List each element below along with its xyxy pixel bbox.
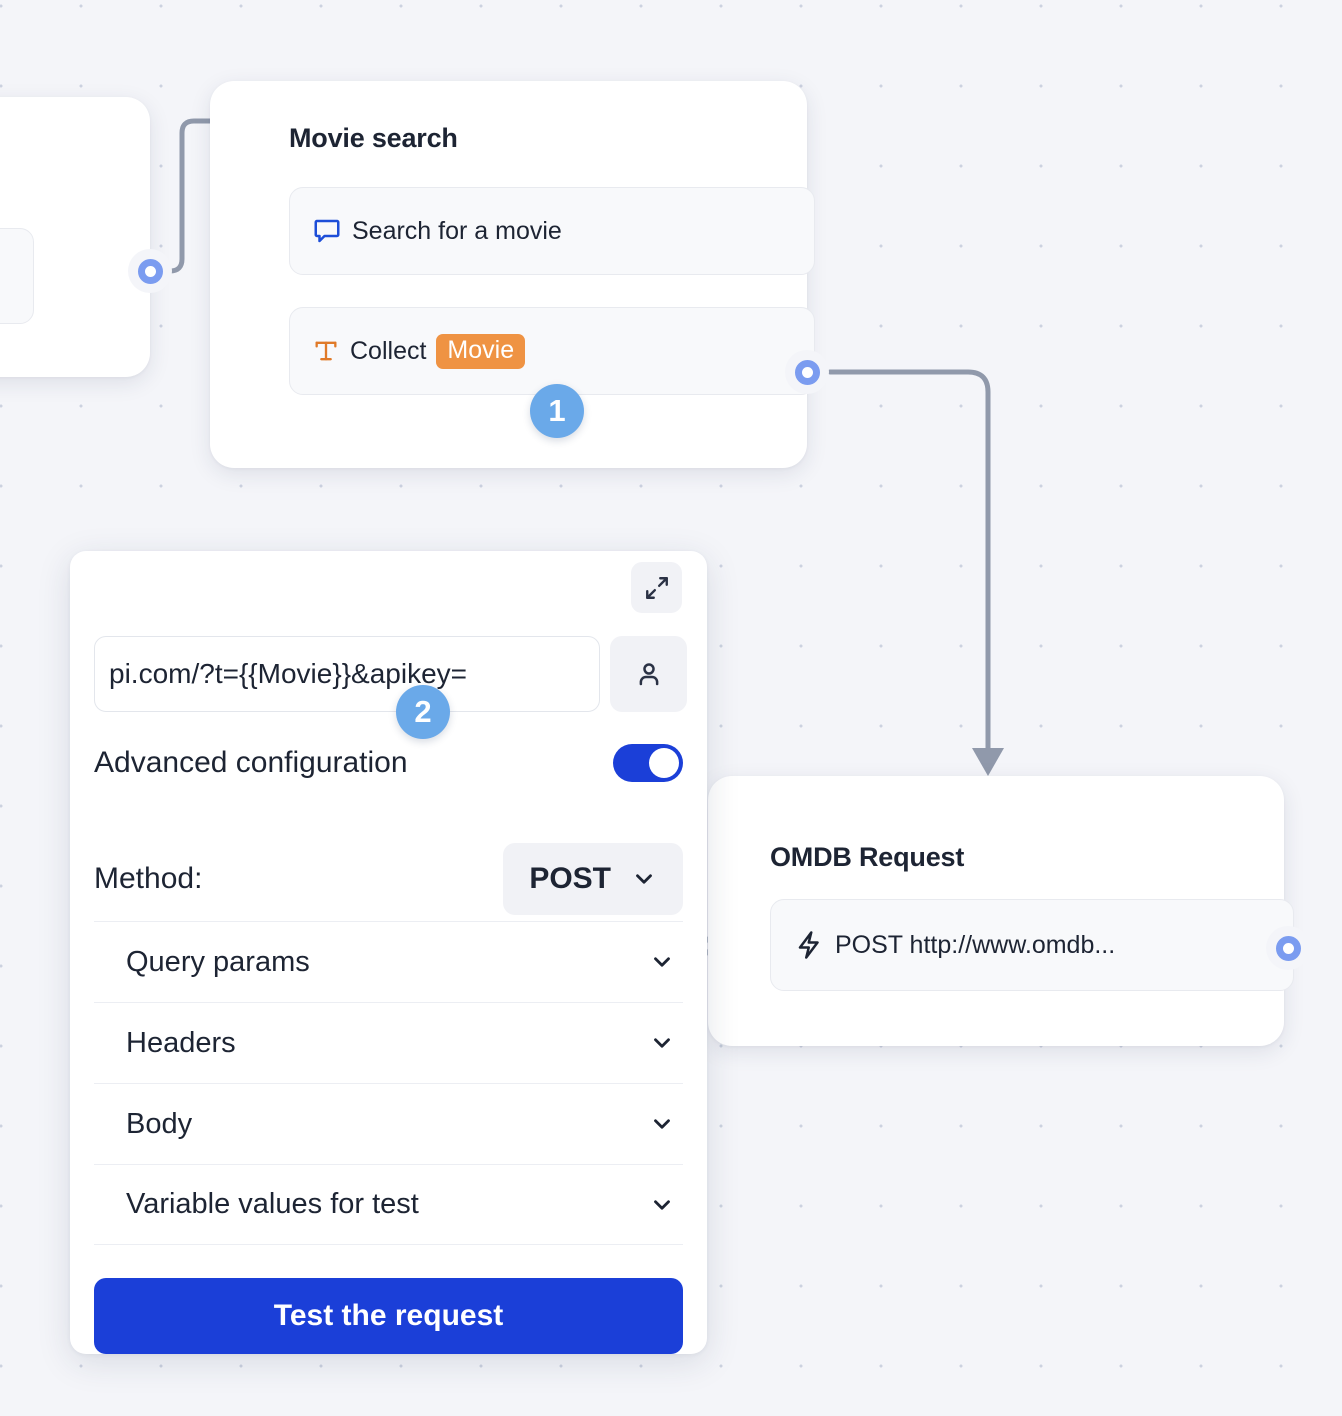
chevron-down-icon (649, 1030, 675, 1056)
advanced-configuration-row: Advanced configuration (94, 744, 683, 782)
chevron-down-icon (649, 949, 675, 975)
method-select-dropdown[interactable]: POST (503, 843, 683, 915)
person-icon (634, 659, 664, 689)
method-row: Method: POST (94, 843, 683, 915)
method-selected-value: POST (529, 862, 611, 895)
accordion-item-label: Body (126, 1107, 193, 1140)
connector-port-movie-search-output[interactable] (785, 350, 829, 394)
request-config-panel[interactable]: Advanced configuration Method: POST Quer… (70, 551, 707, 1354)
node-row-collect-movie[interactable]: Collect Movie (289, 307, 815, 395)
node-row-search-for-a-movie[interactable]: Search for a movie (289, 187, 815, 275)
accordion-item-query-params[interactable]: Query params (94, 921, 683, 1002)
accordion-item-label: Headers (126, 1026, 236, 1059)
advanced-configuration-label: Advanced configuration (94, 746, 408, 779)
connector-port-left-card-output[interactable] (128, 249, 172, 293)
variable-chip-movie[interactable]: Movie (436, 333, 526, 369)
url-row (94, 636, 687, 712)
accordion-item-headers[interactable]: Headers (94, 1002, 683, 1083)
identity-button[interactable] (610, 636, 687, 712)
node-card-partial-left[interactable] (0, 97, 150, 377)
advanced-configuration-toggle[interactable] (613, 744, 683, 782)
expand-panel-button[interactable] (631, 562, 682, 613)
node-card-omdb-request[interactable]: OMDB Request POST http://www.omdb... (708, 776, 1294, 1046)
chevron-down-icon (631, 866, 657, 892)
expand-diagonal-icon (644, 575, 670, 601)
node-card-movie-search[interactable]: Movie search Search for a movie (210, 81, 815, 468)
node-row-label: Collect (350, 336, 427, 365)
accordion-item-label: Variable values for test (126, 1188, 419, 1220)
message-bubble-icon (312, 216, 342, 246)
chevron-down-icon (649, 1111, 675, 1137)
node-row-label: Search for a movie (352, 216, 562, 245)
accordion-item-variable-values-for-test[interactable]: Variable values for test (94, 1164, 683, 1245)
node-title-movie-search: Movie search (289, 123, 458, 153)
step-badge-2: 2 (396, 685, 450, 739)
lightning-bolt-icon (795, 930, 825, 960)
node-row-partial[interactable] (0, 228, 34, 324)
request-url-input[interactable] (94, 636, 600, 712)
request-sections-accordion: Query params Headers Body (94, 921, 683, 1245)
accordion-item-body[interactable]: Body (94, 1083, 683, 1164)
node-row-label: POST http://www.omdb... (835, 930, 1116, 959)
accordion-item-label: Query params (126, 945, 310, 978)
test-the-request-button[interactable]: Test the request (94, 1278, 683, 1354)
step-badge-1: 1 (530, 384, 584, 438)
chevron-down-icon (649, 1192, 675, 1218)
node-title-omdb-request: OMDB Request (770, 842, 965, 872)
text-format-icon (312, 337, 340, 365)
method-label: Method: (94, 862, 203, 895)
node-row-post-request[interactable]: POST http://www.omdb... (770, 899, 1294, 991)
connector-port-omdb-output[interactable] (1266, 926, 1310, 970)
